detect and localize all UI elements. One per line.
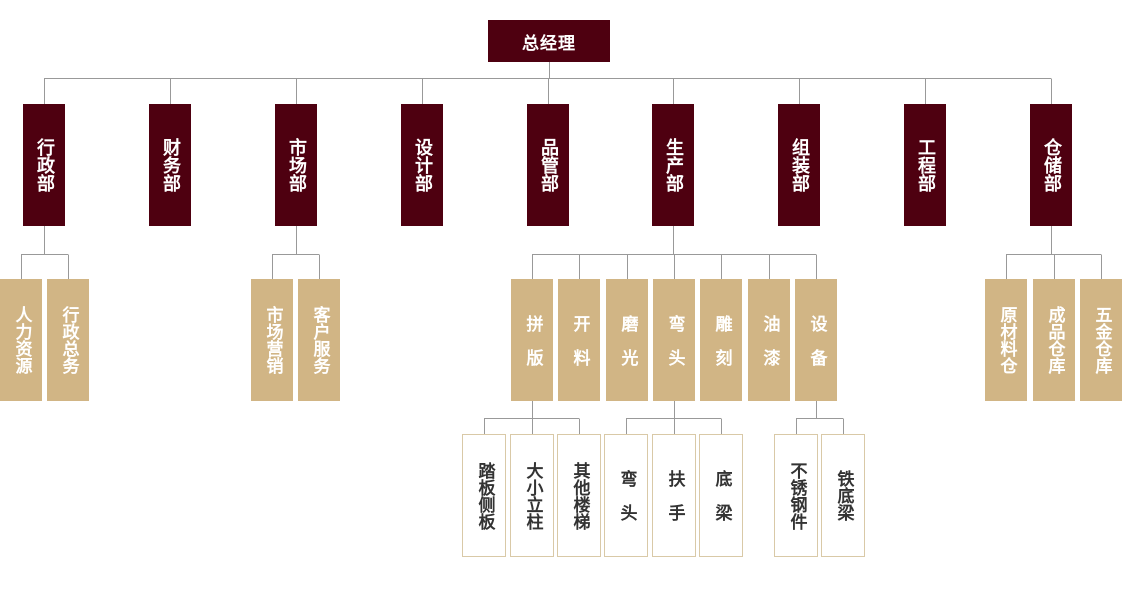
leaf-wantou-handrail-label: 扶手 xyxy=(664,470,685,538)
sub-prod-wantou-label: 弯头 xyxy=(664,314,685,383)
leaf-wantou-handrail[interactable]: 扶手 xyxy=(652,434,696,557)
sub-prod-diaoke[interactable]: 雕刻 xyxy=(700,279,742,401)
sub-prod-pinban-label: 拼版 xyxy=(522,314,543,383)
sub-admin-hr[interactable]: 人力资源 xyxy=(0,279,42,401)
sub-wh-finished-label: 成品仓库 xyxy=(1044,306,1065,374)
sub-prod-wantou[interactable]: 弯头 xyxy=(653,279,695,401)
sub-wh-raw-label: 原材料仓 xyxy=(996,306,1017,374)
dept-assembly-label: 组装部 xyxy=(789,138,810,192)
leaf-shebei-steel[interactable]: 不锈钢件 xyxy=(774,434,818,557)
leaf-wantou-bend-label: 弯头 xyxy=(616,470,637,538)
sub-prod-youqi-label: 油漆 xyxy=(759,314,780,383)
dept-quality[interactable]: 品管部 xyxy=(527,104,569,226)
dept-finance[interactable]: 财务部 xyxy=(149,104,191,226)
dept-warehouse[interactable]: 仓储部 xyxy=(1030,104,1072,226)
leaf-wantou-beam[interactable]: 底梁 xyxy=(699,434,743,557)
leaf-shebei-iron[interactable]: 铁底梁 xyxy=(821,434,865,557)
leaf-pinban-other[interactable]: 其他楼梯 xyxy=(557,434,601,557)
sub-wh-hardware[interactable]: 五金仓库 xyxy=(1080,279,1122,401)
sub-prod-shebei[interactable]: 设备 xyxy=(795,279,837,401)
sub-marketing-service-label: 客户服务 xyxy=(309,306,330,374)
leaf-wantou-bend[interactable]: 弯头 xyxy=(604,434,648,557)
dept-quality-label: 品管部 xyxy=(538,138,559,192)
leaf-pinban-side-label: 踏板侧板 xyxy=(474,461,495,530)
sub-prod-moguang-label: 磨光 xyxy=(617,314,638,383)
dept-marketing[interactable]: 市场部 xyxy=(275,104,317,226)
leaf-pinban-post[interactable]: 大小立柱 xyxy=(510,434,554,557)
sub-admin-hr-label: 人力资源 xyxy=(11,306,32,374)
leaf-pinban-post-label: 大小立柱 xyxy=(522,461,543,530)
general-manager-box[interactable]: 总经理 xyxy=(488,20,610,62)
dept-engineering[interactable]: 工程部 xyxy=(904,104,946,226)
sub-prod-moguang[interactable]: 磨光 xyxy=(606,279,648,401)
sub-admin-general[interactable]: 行政总务 xyxy=(47,279,89,401)
leaf-pinban-side[interactable]: 踏板侧板 xyxy=(462,434,506,557)
dept-assembly[interactable]: 组装部 xyxy=(778,104,820,226)
general-manager-label: 总经理 xyxy=(522,33,576,54)
dept-warehouse-label: 仓储部 xyxy=(1041,138,1062,192)
dept-production[interactable]: 生产部 xyxy=(652,104,694,226)
dept-design-label: 设计部 xyxy=(412,138,433,192)
dept-admin-label: 行政部 xyxy=(34,138,55,192)
sub-prod-diaoke-label: 雕刻 xyxy=(711,314,732,383)
leaf-pinban-other-label: 其他楼梯 xyxy=(569,461,590,530)
sub-wh-finished[interactable]: 成品仓库 xyxy=(1033,279,1075,401)
sub-admin-general-label: 行政总务 xyxy=(58,306,79,374)
dept-design[interactable]: 设计部 xyxy=(401,104,443,226)
leaf-shebei-steel-label: 不锈钢件 xyxy=(786,461,807,530)
dept-production-label: 生产部 xyxy=(663,138,684,192)
dept-finance-label: 财务部 xyxy=(160,138,181,192)
sub-marketing-service[interactable]: 客户服务 xyxy=(298,279,340,401)
sub-marketing-sales-label: 市场营销 xyxy=(262,306,283,374)
leaf-shebei-iron-label: 铁底梁 xyxy=(833,470,854,521)
sub-prod-kailiao[interactable]: 开料 xyxy=(558,279,600,401)
dept-marketing-label: 市场部 xyxy=(286,138,307,192)
sub-prod-kailiao-label: 开料 xyxy=(569,314,590,383)
sub-prod-youqi[interactable]: 油漆 xyxy=(748,279,790,401)
dept-admin[interactable]: 行政部 xyxy=(23,104,65,226)
sub-prod-shebei-label: 设备 xyxy=(806,314,827,383)
sub-prod-pinban[interactable]: 拼版 xyxy=(511,279,553,401)
sub-marketing-sales[interactable]: 市场营销 xyxy=(251,279,293,401)
sub-wh-raw[interactable]: 原材料仓 xyxy=(985,279,1027,401)
leaf-wantou-beam-label: 底梁 xyxy=(711,470,732,538)
dept-engineering-label: 工程部 xyxy=(915,138,936,192)
sub-wh-hardware-label: 五金仓库 xyxy=(1091,306,1112,374)
